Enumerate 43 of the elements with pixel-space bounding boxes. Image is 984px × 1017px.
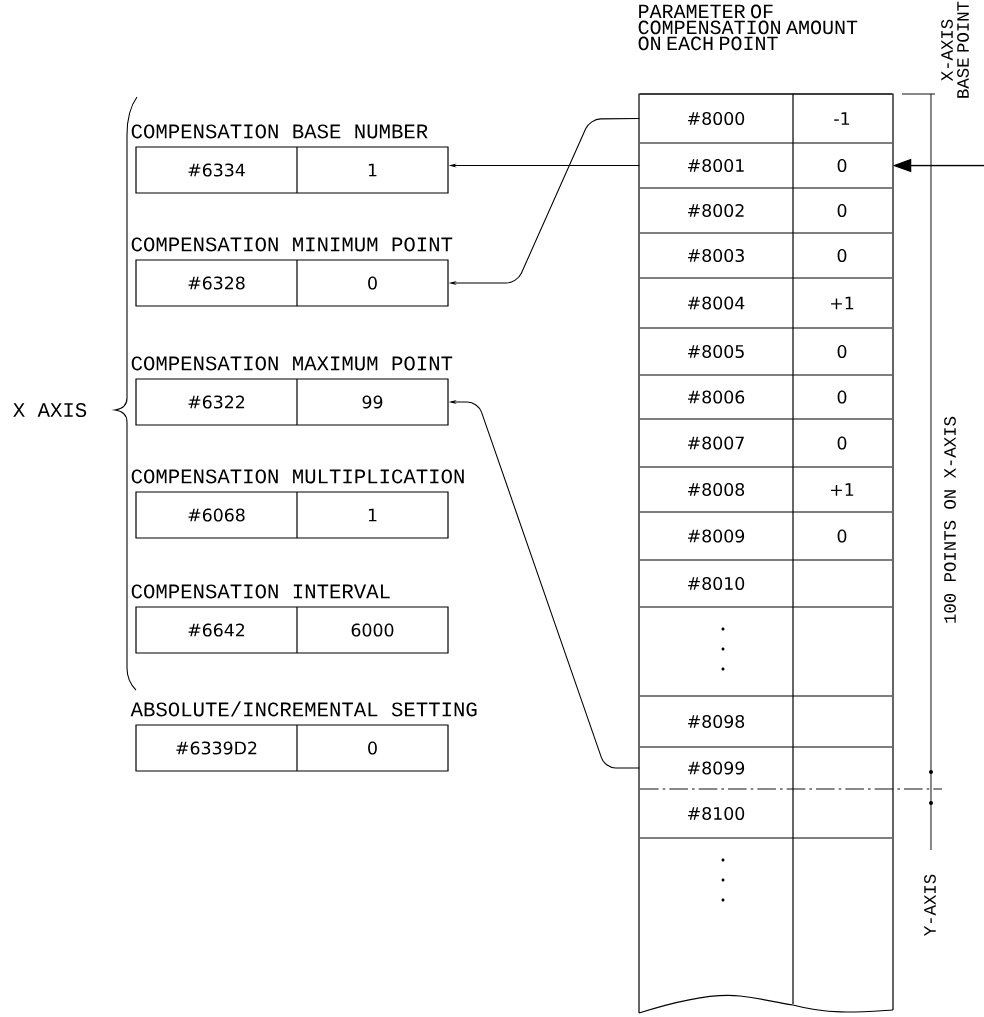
table-row: #8009 0 xyxy=(639,511,893,561)
node-label: #6068 xyxy=(188,508,245,522)
node-label: 1 xyxy=(368,163,377,177)
node-label: 99 xyxy=(362,395,383,409)
table-row xyxy=(639,837,893,1005)
table-row: #8000 -1 xyxy=(639,93,893,144)
node-label: 1 xyxy=(368,508,377,522)
table-row: #8008 +1 xyxy=(639,466,893,513)
node-label: 0 xyxy=(368,276,377,290)
parameter-heading: COMPENSATION MAXIMUM POINT xyxy=(131,356,453,371)
node-label: 6000 xyxy=(351,623,394,637)
parameter-box: #6334 1 xyxy=(135,146,449,194)
table-row: #8005 0 xyxy=(639,327,893,376)
node-label: #6322 xyxy=(188,395,245,409)
parameter-box: #6642 6000 xyxy=(135,606,449,654)
parameter-heading: COMPENSATION INTERVAL xyxy=(131,584,390,599)
axis-label: X AXIS xyxy=(11,401,89,419)
table-row: #8003 0 xyxy=(639,232,893,279)
table-row: #8010 xyxy=(639,559,893,608)
parameter-box: #6328 0 xyxy=(135,259,449,307)
parameter-heading: COMPENSATION MULTIPLICATION xyxy=(131,469,464,484)
parameter-box: #6068 1 xyxy=(135,491,449,539)
table-row: #8001 0 xyxy=(639,142,893,189)
node-label: #6642 xyxy=(188,623,245,637)
parameter-box: #6322 99 xyxy=(135,378,449,426)
table-row: #8099 xyxy=(639,746,893,790)
table-row xyxy=(639,606,893,697)
parameter-heading: ABSOLUTE/INCREMENTAL SETTING xyxy=(130,701,477,717)
axis-label: X-AXIS BASE POINT xyxy=(939,0,971,113)
axis-label: Y-AXIS xyxy=(922,872,938,938)
node-label: #6328 xyxy=(188,276,245,290)
axis-label: 100 POINTS ON X-AXIS xyxy=(942,414,958,626)
table-heading: PARAMETER OF COMPENSATION AMOUNT ON EACH POINT xyxy=(638,4,858,51)
table-row: #8100 xyxy=(688,788,794,839)
parameter-heading: COMPENSATION MINIMUM POINT xyxy=(131,237,453,252)
table-row: #8002 0 xyxy=(639,187,893,234)
node-label: #6334 xyxy=(188,163,245,177)
parameter-heading: COMPENSATION BASE NUMBER xyxy=(131,124,428,139)
table-row: #8004 +1 xyxy=(639,277,893,329)
table-row: #8098 xyxy=(639,695,893,748)
table-row: #8006 0 xyxy=(639,374,893,420)
table-row: #8007 0 xyxy=(639,418,893,468)
parameter-box: #6339D2 0 xyxy=(135,724,449,772)
